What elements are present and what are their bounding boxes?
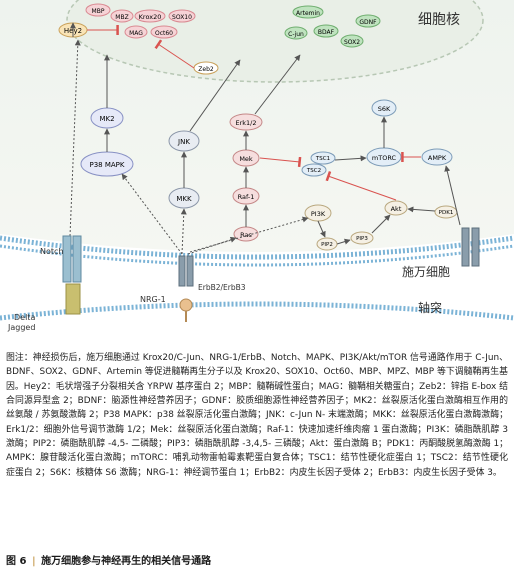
delta-jagged-label: Delta Jagged <box>7 313 38 332</box>
node-akt-label: Akt <box>391 205 402 213</box>
gene-krox20: Krox20 <box>139 13 162 21</box>
schwann-cell-label: 施万细胞 <box>402 265 450 279</box>
node-zeb2-label: Zeb2 <box>198 66 214 73</box>
gene-mag: MAG <box>129 30 143 37</box>
erbb-receptor <box>178 255 194 322</box>
node-akt <box>384 200 408 216</box>
node-s6k <box>371 99 397 117</box>
node-mek-label: Mek <box>239 155 253 163</box>
node-mk2-label: MK2 <box>99 115 114 123</box>
delta-jagged-line1: Delta <box>14 313 35 322</box>
nucleus-label: 细胞核 <box>418 12 460 28</box>
nrg1-label: NRG-1 <box>140 295 166 304</box>
gene-artemin: Artemin <box>296 10 320 17</box>
node-jnk <box>168 130 200 152</box>
gene-group-left: MBP MBZ Krox20 SOX10 MAG Oct60 <box>85 3 196 39</box>
gene-gdnf: GDNF <box>359 19 377 26</box>
node-raf-label: Raf-1 <box>238 193 255 201</box>
node-erk <box>229 113 263 131</box>
receptor-signals <box>69 39 309 255</box>
node-ras-label: Ras <box>240 231 252 239</box>
axon-membrane <box>0 301 514 321</box>
signaling-pathway-diagram: 细胞核 施万细胞 轴突 MBP MBZ Krox20 SOX10 MAG Oct… <box>0 0 514 332</box>
node-mtorc-label: mTORC <box>372 154 397 162</box>
delta-jagged-line2: Jagged <box>7 323 35 332</box>
gene-oct60: Oct60 <box>155 30 173 37</box>
gene-mbp: MBP <box>92 8 105 15</box>
gene-group-right: Artemin C-jun BDAF GDNF SOX2 <box>284 5 381 48</box>
gene-sox2: SOX2 <box>344 39 360 46</box>
node-tsc1 <box>310 151 336 165</box>
axon-label: 轴突 <box>418 300 442 315</box>
node-ampk-label: AMPK <box>428 154 447 162</box>
inhibition-lines <box>87 25 421 201</box>
node-tsc2 <box>301 163 327 177</box>
node-jnk-label: JNK <box>177 138 190 146</box>
notch-receptor <box>62 235 82 315</box>
schwann-membrane-inner <box>0 244 514 267</box>
rtk-receptor-right <box>461 227 480 267</box>
figure-caption: 图注：神经损伤后，施万细胞通过 Krox20/C-Jun、NRG-1/ErbB、… <box>6 353 508 478</box>
figure-title-text: 施万细胞参与神经再生的相关信号通路 <box>41 556 212 567</box>
node-tsc2-label: TSC2 <box>306 168 321 174</box>
figure-title: 图 6 | 施万细胞参与神经再生的相关信号通路 <box>6 552 508 567</box>
node-tsc1-label: TSC1 <box>315 156 330 162</box>
node-pip2-label: PIP2 <box>321 242 333 248</box>
notch-label: Notch <box>40 247 63 256</box>
node-p38-label: P38 MAPK <box>90 161 125 169</box>
erbb-label: ErbB2/ErbB3 <box>198 283 246 292</box>
pathway-arrows <box>70 22 461 245</box>
figure-title-separator: | <box>31 556 36 567</box>
node-mkk-label: MKK <box>176 195 192 203</box>
node-s6k-label: S6K <box>378 105 391 113</box>
figure-number: 图 6 <box>6 556 27 567</box>
node-pip3-label: PIP3 <box>356 236 368 242</box>
node-pdk1-label: PDK1 <box>439 210 454 216</box>
node-pi3k-label: PI3K <box>311 210 326 218</box>
gene-cjun: C-jun <box>288 31 304 38</box>
schwann-membrane <box>0 235 514 260</box>
gene-bdaf: BDAF <box>318 29 335 36</box>
gene-mbz: MBZ <box>115 14 128 21</box>
node-ampk <box>421 148 453 166</box>
node-pip3 <box>350 231 374 245</box>
gene-sox10: SOX10 <box>172 14 192 21</box>
node-erk-label: Erk1/2 <box>235 119 256 127</box>
